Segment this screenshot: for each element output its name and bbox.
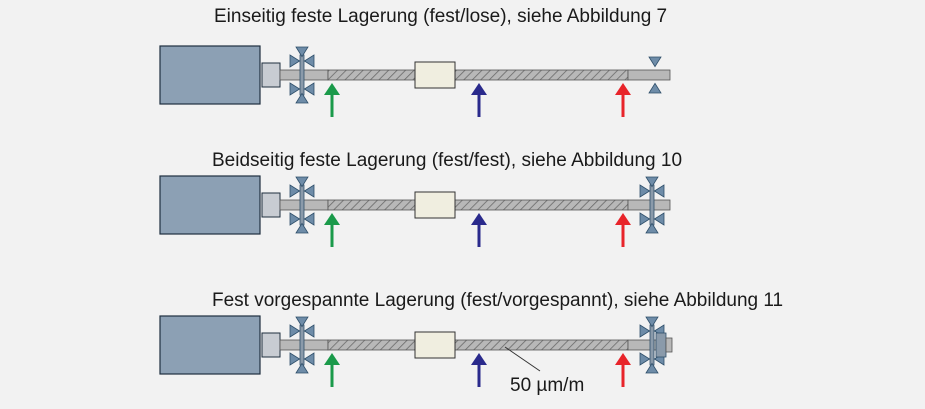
right-bearing-tri-br — [653, 212, 665, 226]
left-bearing-tri-br — [303, 212, 315, 226]
left-bearing-tri-tr — [303, 54, 315, 68]
diagram-fest-lose — [159, 45, 671, 117]
arrow-blue — [471, 353, 487, 387]
left-bearing-post — [299, 324, 305, 366]
left-bearing-tri-bl — [289, 212, 301, 226]
right-bearing-tri-bottom — [645, 222, 659, 234]
arrow-red — [615, 353, 631, 387]
arrow-blue — [471, 213, 487, 247]
arrow-blue-head — [471, 353, 487, 365]
diagram-fest-vorgespannt — [159, 315, 673, 387]
coupling — [261, 62, 281, 88]
caption-fest-lose: Einseitig feste Lagerung (fest/lose), si… — [214, 6, 668, 27]
right-bearing-tri-bottom — [645, 362, 659, 374]
left-bearing-tri-tr — [303, 324, 315, 338]
caption-fest-fest: Beidseitig feste Lagerung (fest/fest), s… — [212, 150, 683, 171]
arrow-blue — [471, 83, 487, 117]
spindle-thread — [327, 199, 629, 211]
arrow-green-head — [324, 83, 340, 95]
arrow-red — [615, 83, 631, 117]
coupling — [261, 192, 281, 218]
nut — [414, 191, 456, 219]
right-bearing-tri-tl — [639, 324, 651, 338]
left-bearing-tri-tl — [289, 54, 301, 68]
left-bearing-tri-tl — [289, 324, 301, 338]
caption-fest-vorgespannt: Fest vorgespannte Lagerung (fest/vorgesp… — [212, 290, 784, 311]
arrow-red — [615, 213, 631, 247]
shaft-plain-right — [627, 69, 671, 81]
left-bearing-tri-bottom — [295, 362, 309, 374]
arrow-red-head — [615, 213, 631, 225]
left-bearing-tri-top — [295, 176, 309, 188]
strain-leader-line — [504, 346, 541, 372]
left-bearing-tri-tl — [289, 184, 301, 198]
nut — [414, 331, 456, 359]
motor — [159, 45, 261, 105]
left-bearing-tri-top — [295, 316, 309, 328]
shaft-end-cap — [665, 337, 673, 353]
right-bearing-tri-tl — [639, 184, 651, 198]
right-bearing-tri-tr — [653, 184, 665, 198]
left-bearing-tri-br — [303, 82, 315, 96]
left-bearing-post — [299, 54, 305, 96]
right-bearing-tri-bottom — [648, 82, 662, 94]
arrow-green-head — [324, 213, 340, 225]
left-bearing-tri-top — [295, 46, 309, 58]
arrow-red-head — [615, 353, 631, 365]
right-bearing-post — [649, 184, 655, 226]
motor — [159, 175, 261, 235]
spindle-thread — [327, 339, 629, 351]
left-bearing-tri-bottom — [295, 92, 309, 104]
right-bearing-post — [649, 324, 655, 366]
right-bearing-tri-top — [645, 316, 659, 328]
nut — [414, 61, 456, 89]
arrow-green — [324, 353, 340, 387]
left-bearing-tri-bottom — [295, 222, 309, 234]
arrow-blue-head — [471, 83, 487, 95]
left-bearing-tri-bl — [289, 82, 301, 96]
left-bearing-post — [299, 184, 305, 226]
motor — [159, 315, 261, 375]
arrow-blue-head — [471, 213, 487, 225]
preload-nut — [655, 332, 667, 358]
strain-label: 50 µm/m — [510, 375, 585, 396]
right-bearing-tri-bl — [639, 212, 651, 226]
left-bearing-tri-tr — [303, 184, 315, 198]
left-bearing-tri-br — [303, 352, 315, 366]
arrow-red-head — [615, 83, 631, 95]
arrow-green — [324, 83, 340, 117]
arrow-green-head — [324, 353, 340, 365]
right-bearing-tri-top — [645, 176, 659, 188]
diagram-fest-fest — [159, 175, 671, 247]
shaft-plain-right — [627, 199, 671, 211]
arrow-green — [324, 213, 340, 247]
coupling — [261, 332, 281, 358]
right-bearing-tri-top — [648, 56, 662, 68]
spindle-thread — [327, 69, 629, 81]
left-bearing-tri-bl — [289, 352, 301, 366]
right-bearing-tri-bl — [639, 352, 651, 366]
